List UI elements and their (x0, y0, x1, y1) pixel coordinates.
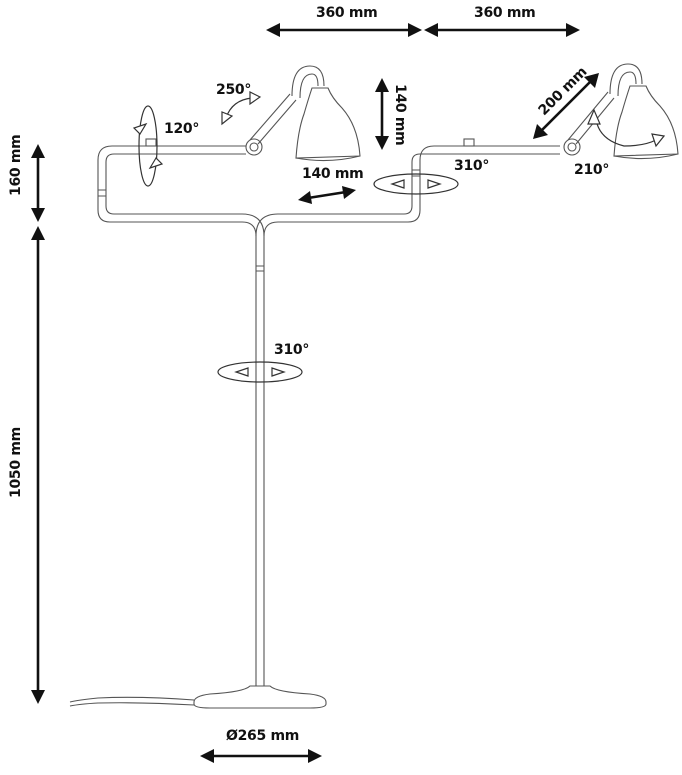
right-lamp-knuckle (609, 63, 643, 97)
label-arm-height-vertical: 140 mm (392, 84, 408, 145)
lamp-structure (69, 63, 679, 709)
left-arm-swivel (145, 138, 157, 147)
lamp-stem (255, 236, 265, 686)
right-elbow-joint (563, 138, 581, 156)
rotation-arrow-310-arm (373, 173, 459, 195)
stem-joint (256, 265, 264, 272)
right-arm-swivel (463, 138, 475, 147)
power-cord (69, 696, 195, 707)
label-right-arm-rotation: 310° (454, 158, 489, 174)
left-arm-collar (98, 189, 106, 197)
label-stem-rotation: 310° (274, 342, 309, 358)
rotation-arrow-120 (138, 105, 158, 187)
lamp-base (193, 685, 327, 709)
left-lamp-knuckle (291, 65, 325, 99)
arm-split-right (263, 145, 560, 237)
label-base-diameter: Ø265 mm (226, 728, 299, 744)
arm-split-left-inner (105, 153, 265, 237)
label-left-arm-rotation: 120° (164, 121, 199, 137)
left-lamp-shade (295, 87, 361, 159)
arm-split-left (97, 145, 257, 237)
label-top-right-width: 360 mm (474, 5, 535, 21)
left-lamp-head (245, 65, 361, 162)
right-arm-collar (412, 169, 420, 177)
arm-split-right-inner (255, 153, 560, 237)
left-lamp-arm (249, 93, 297, 145)
label-arm-length-horizontal: 140 mm (302, 166, 363, 182)
rotation-indicators (132, 91, 666, 383)
label-right-head-tilt: 210° (574, 162, 609, 178)
dimension-arrows (31, 23, 599, 763)
rotation-arrow-310-stem (217, 361, 303, 383)
label-left-head-tilt: 250° (216, 82, 251, 98)
left-elbow-joint (245, 138, 263, 156)
label-stem-height: 1050 mm (8, 427, 24, 498)
rotation-arrow-210 (595, 119, 657, 147)
label-top-left-width: 360 mm (316, 5, 377, 21)
label-upper-height: 160 mm (8, 135, 24, 196)
